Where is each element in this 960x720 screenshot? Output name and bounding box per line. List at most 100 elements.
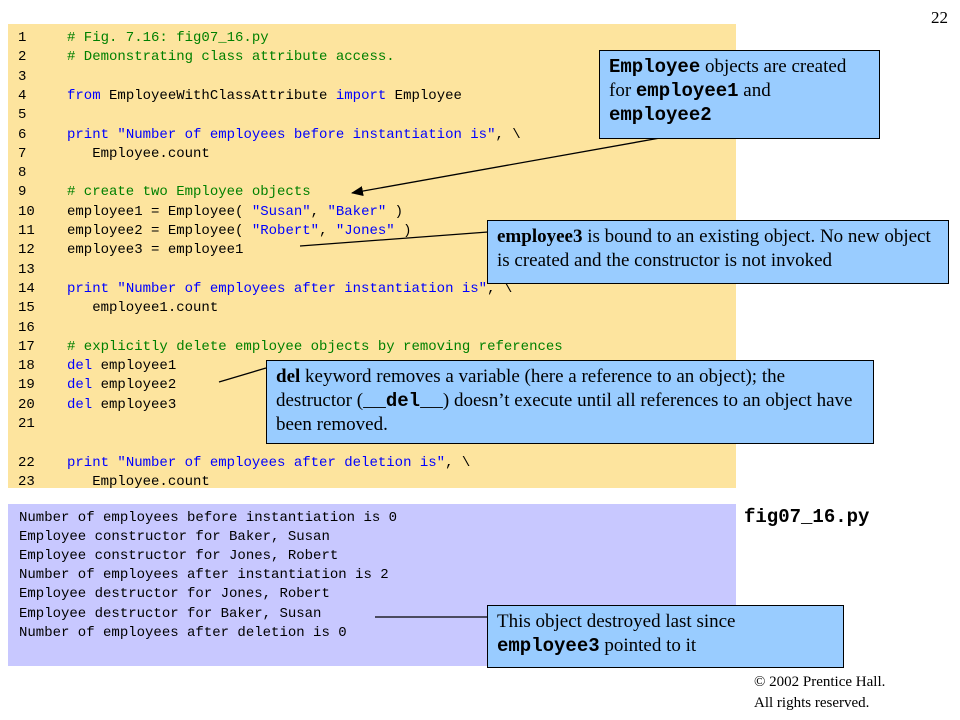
code-token: , \ [445, 454, 471, 471]
code-token: "Number of employees before instantiatio… [117, 126, 496, 143]
copyright-line: All rights reserved. [754, 695, 870, 711]
code-token: ) [386, 203, 404, 220]
code-token: print [67, 126, 110, 143]
code-token: employee3 [92, 396, 177, 413]
copyright-notice: © 2002 Prentice Hall. All rights reserve… [754, 672, 885, 714]
line-number: 14 [18, 280, 35, 297]
code-token: "Susan" [251, 203, 311, 220]
code-token: # Demonstrating class attribute access. [67, 49, 395, 66]
code-token: del [67, 377, 93, 394]
code-token: print [67, 454, 110, 471]
code-token: "Number of employees after instantiation… [117, 280, 488, 297]
output-line: Employee destructor for Baker, Susan [19, 605, 322, 622]
callout-text: Employee [609, 56, 701, 78]
line-number: 9 [18, 184, 27, 201]
code-token: Employee.count [67, 145, 210, 162]
code-token: del [67, 396, 93, 413]
callout-text: ) doesn’t execute until all references t… [276, 390, 853, 435]
callout-text: pointed to it [599, 635, 697, 656]
code-token: "Jones" [335, 223, 395, 239]
code-token: employee2 = Employee( [67, 223, 252, 239]
callout-text: employee2 [609, 104, 712, 126]
callout-text: employee1 [635, 80, 739, 102]
callout-text: del [276, 366, 301, 387]
line-number: 17 [18, 338, 35, 355]
code-text: employee1.count [67, 299, 218, 318]
line-number: 10 [18, 203, 35, 220]
code-token: del [67, 358, 93, 375]
slide-number: 22 [931, 8, 948, 27]
copyright-line: © 2002 Prentice Hall. [754, 674, 886, 690]
code-token: from [67, 87, 101, 104]
line-number: 3 [18, 68, 27, 85]
line-number: 23 [18, 473, 35, 490]
code-text: employee1 = Employee( "Susan", "Baker" ) [67, 203, 403, 222]
callout-del-keyword: del keyword removes a variable (here a r… [266, 360, 874, 444]
code-text: # explicitly delete employee objects by … [67, 338, 563, 357]
code-token: employee2 [92, 377, 177, 394]
callout-text: objects are created for [609, 56, 847, 101]
line-number: 5 [18, 107, 27, 124]
line-number: 1 [18, 30, 27, 46]
code-token: employee1 [92, 358, 177, 375]
line-number: 11 [18, 223, 35, 239]
code-token: , \ [487, 280, 513, 297]
callout-employee3: employee3 is bound to an existing object… [487, 220, 949, 284]
output-line: Employee constructor for Baker, Susan [19, 529, 330, 546]
code-text: # create two Employee objects [67, 183, 311, 202]
callout-text: __del__ [363, 390, 443, 412]
code-token: , \ [495, 126, 521, 143]
code-token: "Number of employees after deletion is" [117, 454, 446, 471]
code-text: print "Number of employees before instan… [67, 126, 521, 145]
line-number: 19 [18, 377, 35, 394]
line-number: 2 [18, 49, 27, 66]
code-text: employee3 = employee1 [67, 241, 243, 260]
line-number: 6 [18, 126, 27, 143]
code-text: # Demonstrating class attribute access. [67, 48, 395, 67]
line-number: 4 [18, 87, 27, 104]
callout-destroyed-last: This object destroyed last since employe… [487, 605, 844, 668]
code-token: Employee [386, 87, 462, 104]
callout-text: is bound to an existing object. No new o… [497, 226, 931, 271]
code-text: print "Number of employees after deletio… [67, 454, 470, 473]
callout-text: This object destroyed last since [497, 611, 736, 632]
line-number: 13 [18, 261, 35, 278]
code-token: "Robert" [251, 223, 320, 239]
code-text: # Fig. 7.16: fig07_16.py [67, 29, 269, 48]
line-number: 15 [18, 300, 35, 317]
callout-text: employee3 [497, 635, 600, 657]
code-token: employee1.count [67, 300, 219, 317]
callout-text: employee3 [497, 226, 583, 247]
code-token: , [310, 203, 328, 220]
code-token: Employee.count [67, 473, 210, 490]
code-token: # Fig. 7.16: fig07_16.py [67, 30, 269, 46]
output-line: Number of employees after deletion is 0 [19, 624, 347, 641]
line-number: 16 [18, 319, 35, 336]
line-number: 18 [18, 358, 35, 375]
output-line: Number of employees before instantiation… [19, 510, 398, 526]
code-token: , [319, 223, 336, 239]
output-line: Employee constructor for Jones, Robert [19, 548, 339, 565]
code-text: from EmployeeWithClassAttribute import E… [67, 87, 462, 106]
code-text: del employee2 [67, 376, 176, 395]
line-number: 22 [18, 454, 35, 471]
code-token: "Baker" [327, 203, 387, 220]
code-text: employee2 = Employee( "Robert", "Jones" … [67, 222, 412, 241]
code-text: Employee.count [67, 473, 210, 492]
code-token: employee1 = Employee( [67, 203, 252, 220]
output-line: Number of employees after instantiation … [19, 567, 389, 584]
callout-employee-objects: Employee objects are created for employe… [599, 50, 880, 139]
code-text: del employee1 [67, 357, 176, 376]
line-number: 8 [18, 165, 27, 182]
code-token: # explicitly delete employee objects by … [67, 338, 563, 355]
filename-label: fig07_16.py [744, 506, 870, 528]
code-text: Employee.count [67, 145, 210, 164]
code-token: import [335, 87, 387, 104]
callout-text: and [738, 80, 771, 101]
code-token: print [67, 280, 110, 297]
line-number: 12 [18, 242, 35, 259]
code-token: # create two Employee objects [67, 184, 311, 201]
code-token: ) [394, 223, 412, 239]
code-token: EmployeeWithClassAttribute [100, 87, 336, 104]
code-text: print "Number of employees after instant… [67, 280, 512, 299]
